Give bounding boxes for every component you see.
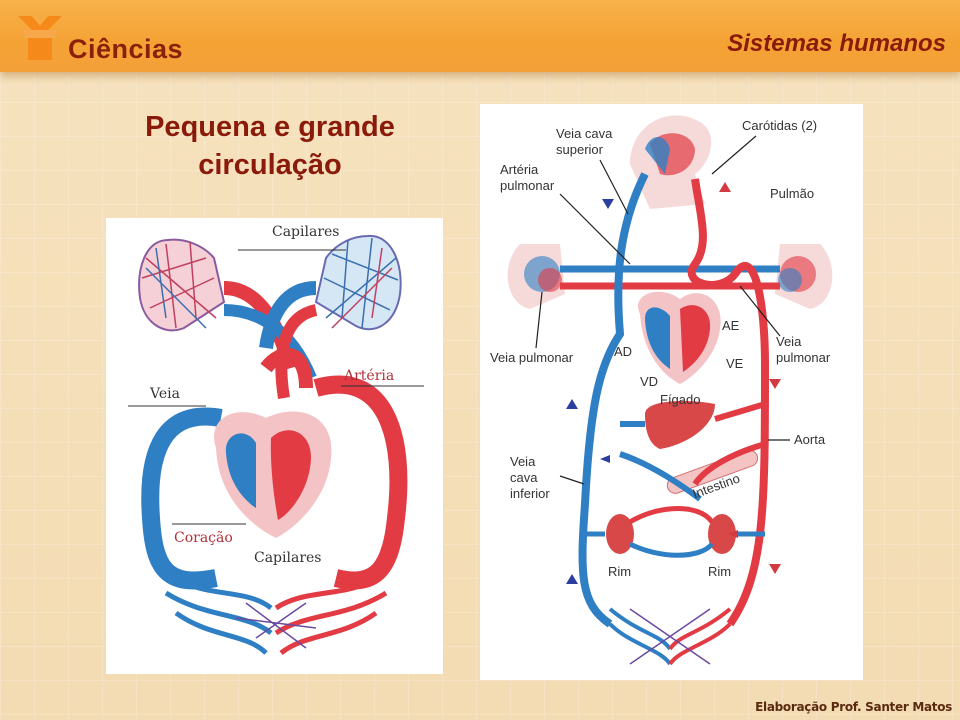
systemic-capillaries — [164, 575, 388, 655]
label-veia-cava-superior-2: superior — [556, 142, 604, 157]
circulation-diagram: Capilares Veia Artéria Coração Capilares — [128, 224, 424, 655]
label-capilares-top: Capilares — [272, 224, 339, 240]
label-veia-cava-superior-1: Veia cava — [556, 126, 613, 141]
label-capilares-bottom: Capilares — [254, 550, 321, 566]
label-veia-pulmonar-right-2: pulmonar — [776, 350, 831, 365]
label-aorta: Aorta — [794, 432, 826, 447]
lower-body-capillaries — [608, 607, 732, 666]
heart — [214, 347, 332, 538]
heart — [638, 291, 721, 384]
liver — [645, 401, 715, 449]
slide-title-line2: circulação — [198, 149, 342, 181]
kidneys — [585, 506, 765, 558]
label-ad: AD — [614, 344, 632, 359]
label-ae: AE — [722, 318, 740, 333]
flow-arrows — [566, 182, 781, 584]
label-veia: Veia — [149, 386, 180, 402]
label-veia-pulmonar-right-1: Veia — [776, 334, 802, 349]
circulation-diagram-panel: Capilares Veia Artéria Coração Capilares — [106, 218, 443, 674]
label-rim-left: Rim — [608, 564, 631, 579]
body-circulation-diagram-panel: Veia cava superior Carótidas (2) Artéria… — [480, 104, 863, 680]
label-pulmao: Pulmão — [770, 186, 814, 201]
left-lung — [138, 238, 226, 332]
label-figado: Fígado — [660, 392, 700, 407]
label-arteria-pulmonar-1: Artéria — [500, 162, 539, 177]
label-arteria: Artéria — [343, 368, 394, 384]
pointer-lines — [535, 135, 790, 485]
logo-icon — [18, 16, 62, 60]
label-carotidas: Carótidas (2) — [742, 118, 817, 133]
right-lung — [314, 234, 402, 331]
intestine — [666, 449, 759, 494]
header-bar: Ciências Sistemas humanos — [0, 0, 960, 72]
label-vd: VD — [640, 374, 658, 389]
label-veia-cava-inferior-3: inferior — [510, 486, 550, 501]
slide-title-line1: Pequena e grande — [145, 111, 395, 143]
slide-title: Pequena e grande circulação — [120, 108, 420, 184]
body-circulation-diagram: Veia cava superior Carótidas (2) Artéria… — [490, 115, 833, 666]
label-coracao: Coração — [174, 530, 233, 546]
label-veia-pulmonar-left: Veia pulmonar — [490, 350, 574, 365]
label-ve: VE — [726, 356, 744, 371]
label-rim-right: Rim — [708, 564, 731, 579]
subject-title: Ciências — [68, 34, 184, 64]
author-credit: Elaboração Prof. Santer Matos — [755, 700, 952, 714]
label-veia-cava-inferior-2: cava — [510, 470, 538, 485]
label-arteria-pulmonar-2: pulmonar — [500, 178, 555, 193]
topic-title: Sistemas humanos — [727, 30, 946, 57]
label-veia-cava-inferior-1: Veia — [510, 454, 536, 469]
